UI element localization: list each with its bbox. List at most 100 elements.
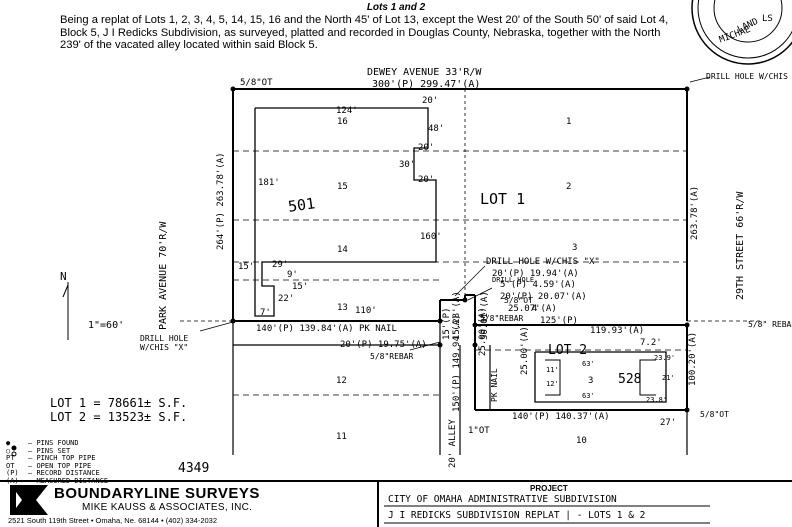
legend-symbol: ●	[6, 439, 11, 447]
lot-number: 12	[336, 376, 347, 386]
building-528-outline	[534, 351, 667, 403]
dimension-label: 20'(P) 19.94'(A)	[492, 269, 579, 279]
dimension-label: 63'	[582, 360, 595, 368]
lot1-area: LOT 1 = 78661± S.F.	[50, 396, 188, 410]
south-boundary-dims-west: 140'(P) 139.84'(A) PK NAIL	[256, 324, 397, 334]
survey-note: DRILL HOLE W/CHIS	[706, 72, 788, 81]
legend-item: OPEN TOP PIPE	[36, 461, 92, 470]
survey-note: 5/8"OT	[504, 296, 533, 305]
dimension-label: 27'	[660, 418, 677, 428]
legend-item: RECORD DISTANCE	[36, 469, 100, 478]
page-title: Lots 1 and 2	[366, 2, 426, 13]
legend-item: PINS SET	[36, 446, 71, 455]
dimension-label: 48'	[428, 124, 445, 134]
legend-item: MEASURED DISTANCE	[36, 476, 109, 485]
building-501-outline	[254, 107, 437, 317]
dimension-label: 12'	[546, 380, 559, 388]
legal-description: Being a replat of Lots 1, 2, 3, 4, 5, 14…	[60, 14, 669, 52]
project-line-2: J I REDICKS SUBDIVISION REPLAT | - LOTS …	[388, 510, 646, 521]
dimension-label: 15'	[238, 262, 255, 272]
lot-number: 4	[532, 304, 538, 314]
survey-note: 1"OT	[468, 426, 490, 436]
dimension-label: 21'	[662, 374, 675, 382]
dimension-label: 29'	[272, 260, 289, 270]
dimension-label: 7.2'	[640, 338, 662, 348]
legend: ●— PINS FOUND ○— PINS SET PT— PINCH TOP …	[6, 439, 109, 485]
dimension-label: 181'	[258, 178, 280, 188]
dimension-label: 20'	[422, 96, 439, 106]
survey-note: DRILL HOLE	[492, 276, 535, 284]
survey-note: 5/8"REBAR	[480, 314, 524, 323]
scale-label: 1"=60'	[88, 320, 125, 331]
project-line-1: CITY OF OMAHA ADMINISTRATIVE SUBDIVISION	[388, 494, 617, 505]
dimension-label: 63'	[582, 392, 595, 400]
dimension-label: 7'	[260, 308, 271, 318]
dimension-label: 125'(P)	[540, 316, 578, 326]
building-501-label: 501	[286, 194, 317, 216]
dimension-label: 11'	[546, 366, 559, 374]
dimension-label: 23.8'	[646, 396, 668, 404]
lot-number: 16	[337, 117, 348, 127]
project-heading: PROJECT	[530, 484, 568, 493]
dimension-label: 5'(P) 4.59'(A)	[500, 280, 576, 290]
lot-number: 1	[566, 117, 572, 127]
lot-number: 15	[337, 182, 348, 192]
lot-number: 13	[337, 303, 348, 313]
dimension-label: 124'	[336, 106, 358, 116]
lot1-label: LOT 1	[480, 190, 526, 208]
company-subtitle: MIKE KAUSS & ASSOCIATES, INC.	[82, 502, 253, 513]
dimension-label: 15'	[292, 282, 309, 292]
dimension-label: 23.9'	[654, 354, 676, 362]
dimension-label: 20'	[418, 175, 435, 185]
dimension-label: 22'	[278, 294, 295, 304]
company-name: BOUNDARYLINE SURVEYS	[54, 485, 260, 502]
south-boundary-dims-east: 140'(P) 140.37'(A)	[512, 412, 610, 422]
lot-number: 10	[576, 436, 587, 446]
alley-label: 20' ALLEY	[448, 419, 458, 468]
dimension-label: 15'(P)	[442, 307, 452, 340]
street-west-label: PARK AVENUE 70'R/W	[158, 221, 169, 330]
lot2-label: LOT 2	[548, 343, 588, 358]
north-arrow-label: N	[60, 270, 67, 283]
survey-note: DRILL HOLE W/CHIS "X"	[140, 334, 189, 352]
survey-note: 5/8"OT	[240, 78, 273, 88]
dimension-label: 20'	[418, 143, 435, 153]
survey-note: 5/8"REBAR	[370, 352, 414, 361]
legend-symbol: ○	[6, 446, 11, 455]
dimension-label: 100.20'(A)	[688, 331, 698, 386]
survey-note: 5/8"OT	[700, 410, 729, 419]
legend-symbol: OT	[6, 461, 15, 470]
north-boundary-dims: 300'(P) 299.47'(A)	[372, 79, 481, 90]
lot2-area: LOT 2 = 13523± S.F.	[50, 410, 188, 424]
building-528-label: 528	[618, 372, 642, 387]
dimension-label: 20'(P) 19.75'(A)	[340, 340, 427, 350]
legend-symbol: (P)	[6, 469, 19, 478]
dimension-label: 20'(P) 20.07'(A)	[500, 292, 587, 302]
lot-number: 14	[337, 245, 348, 255]
company-address: 2521 South 119th Street • Omaha, Ne. 681…	[8, 516, 218, 525]
dimension-label: 119.93'(A)	[590, 326, 645, 336]
dimension-label: 25.07'(A)	[508, 304, 557, 314]
west-boundary-dims: 264'(P) 263.78'(A)	[216, 152, 226, 250]
street-north-label: DEWEY AVENUE 33'R/W	[367, 67, 482, 78]
legend-item: PINS FOUND	[36, 439, 79, 447]
seal-text-ls: LS	[762, 14, 773, 24]
survey-note: 5/8" REBAR	[748, 320, 792, 329]
street-east-label: 29TH STREET 66'R/W	[735, 191, 746, 300]
legend-symbol: PT	[6, 454, 15, 463]
legend-item: PINCH TOP PIPE	[36, 454, 96, 463]
dimension-label: 150'(P) 149.94'(A)	[452, 314, 462, 412]
lot-number: 3	[588, 376, 594, 386]
lot-number: 2	[566, 182, 572, 192]
drawing-number: 4349	[178, 461, 210, 476]
survey-note: PK NAIL	[490, 368, 499, 402]
dimension-label: 110'	[355, 306, 377, 316]
surveyor-seal	[691, 0, 792, 65]
legend-symbol: (A)	[6, 476, 19, 485]
dimension-label: 160'	[420, 232, 442, 242]
dimension-label: 9'	[287, 270, 298, 280]
dimension-label: 30'	[399, 160, 416, 170]
dimension-label: 25.00'(A)	[520, 326, 530, 375]
lot-number: 3	[572, 243, 578, 253]
